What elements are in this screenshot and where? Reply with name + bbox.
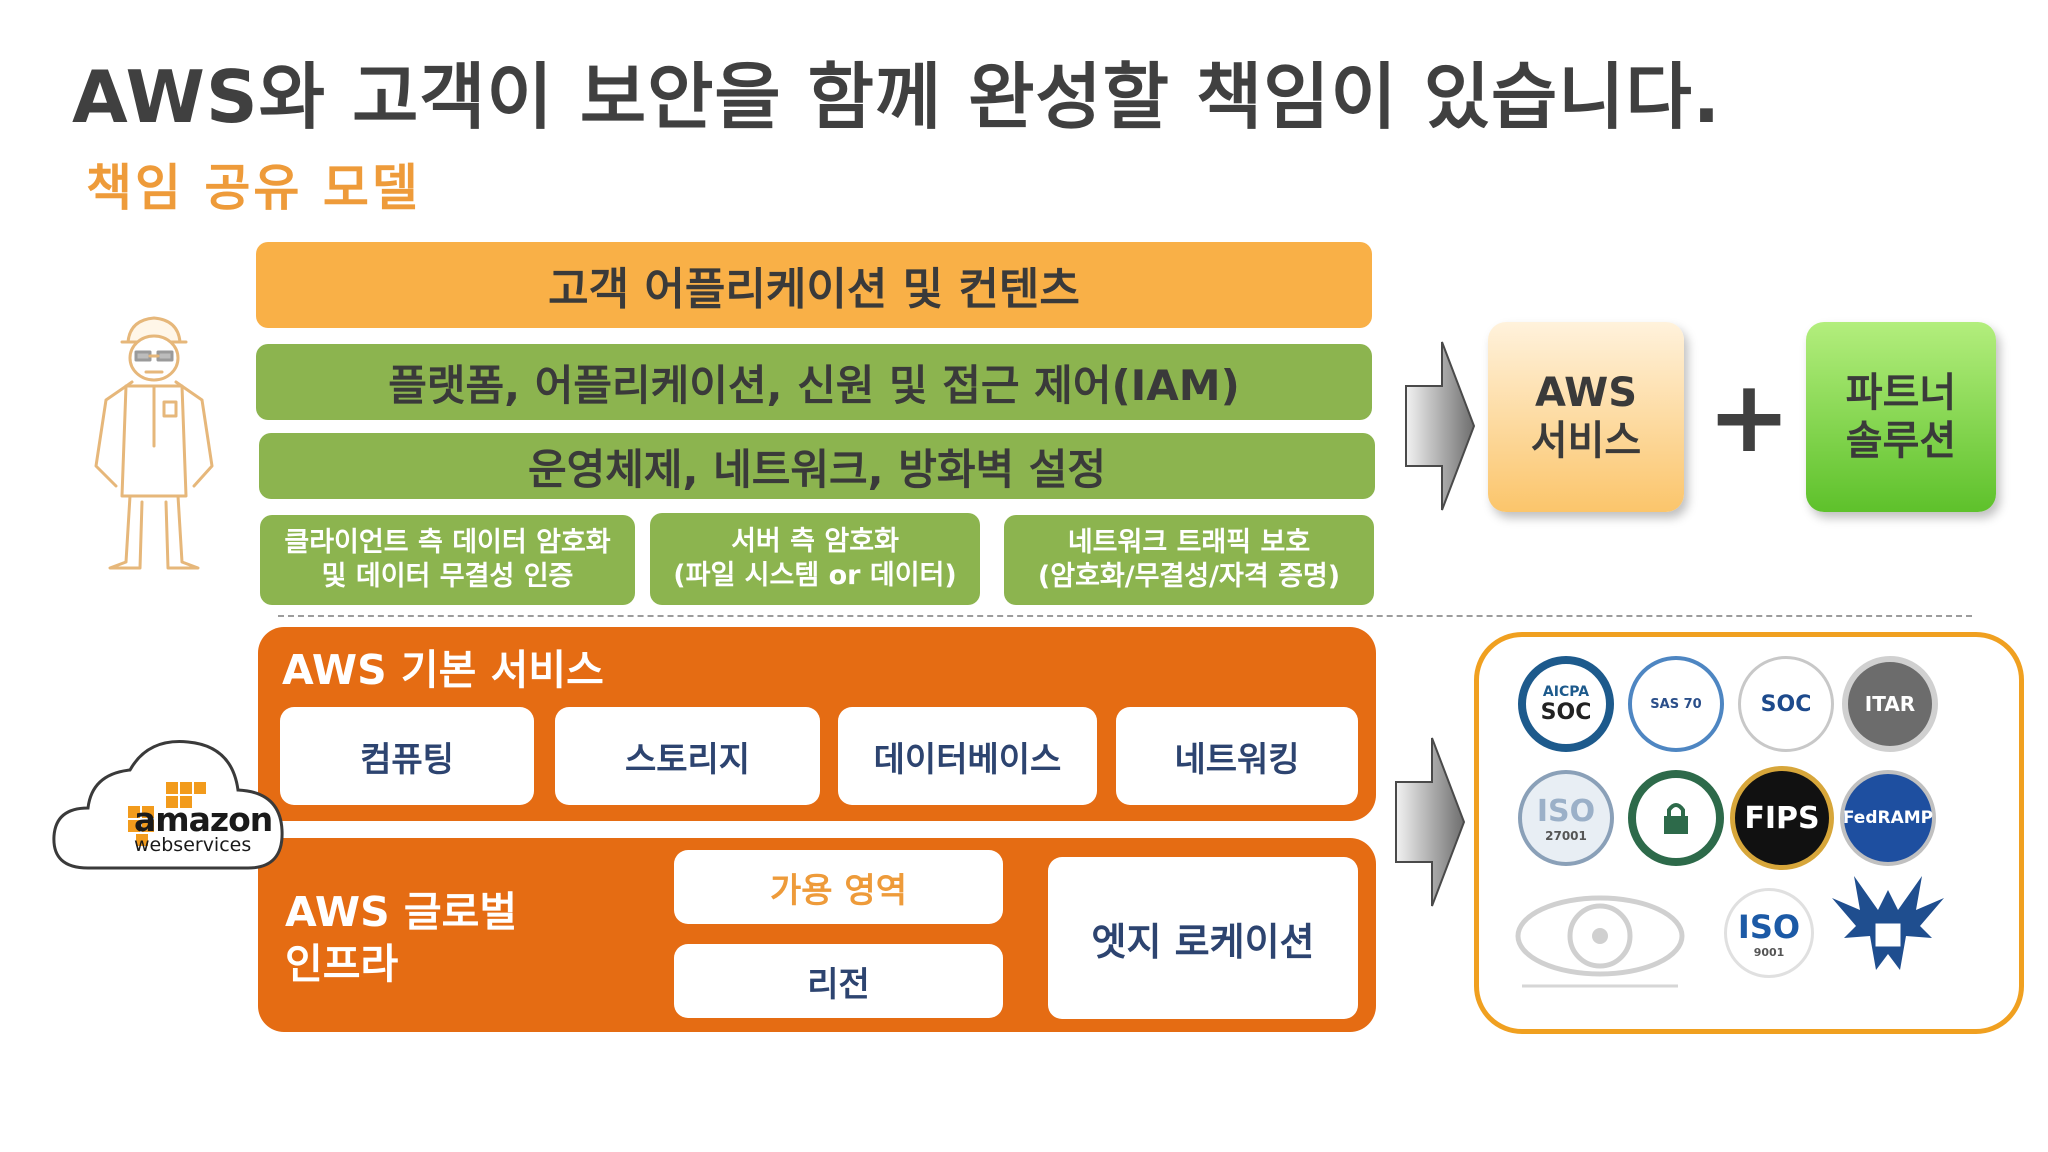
server-side-encryption-tile: 서버 측 암호화 (파일 시스템 or 데이터) (650, 513, 980, 605)
itar-badge-icon: ITAR (1842, 656, 1938, 752)
fips-text: FIPS (1744, 800, 1820, 836)
global-infra-label-line2: 인프라 (285, 940, 399, 988)
client-side-encryption-tile: 클라이언트 측 데이터 암호화 및 데이터 무결성 인증 (260, 515, 635, 605)
networking-box: 네트워킹 (1116, 707, 1358, 805)
fedramp-badge-icon: FedRAMP (1840, 770, 1936, 866)
iso9001-badge-icon: ISO 9001 (1724, 888, 1814, 978)
aws-logo-amazon-text: amazon (134, 800, 273, 839)
right-arrow-icon (1405, 341, 1476, 511)
global-infra-label-line1: AWS 글로벌 (285, 888, 518, 936)
card-line: AWS (1534, 370, 1638, 416)
aicpa-soc-text: SOC (1540, 699, 1592, 725)
edge-location-box: 엣지 로케이션 (1048, 857, 1358, 1019)
tile-line: (파일 시스템 or 데이터) (673, 560, 957, 591)
lock-icon (1664, 803, 1688, 834)
fedramp-text: FedRAMP (1842, 808, 1934, 828)
aicpa-text: AICPA (1542, 683, 1590, 700)
iso27001-badge-icon: ISO 27001 (1518, 770, 1614, 866)
right-arrow-icon (1395, 737, 1466, 907)
platform-iam-bar: 플랫폼, 어플리케이션, 신원 및 접근 제어(IAM) (256, 344, 1372, 420)
availability-zone-box: 가용 영역 (674, 850, 1003, 924)
certifications-panel (1474, 632, 2024, 1034)
partner-solutions-card: 파트너 솔루션 (1806, 322, 1996, 512)
soc-badge-icon: SOC (1738, 656, 1834, 752)
storage-box: 스토리지 (555, 707, 820, 805)
card-line: 파트너 (1845, 370, 1957, 416)
card-line: 서비스 (1530, 418, 1642, 464)
iso9001-text: ISO (1737, 907, 1801, 946)
mpaa-film-badge-icon (1515, 895, 1685, 988)
tile-line: 네트워크 트래픽 보호 (1067, 527, 1311, 559)
aws-cloud-logo-icon (52, 740, 284, 870)
plus-icon: + (1707, 358, 1791, 475)
fips-badge-icon: FIPS (1730, 766, 1834, 870)
divider-line (278, 615, 1972, 617)
iso9001-num-text: 9001 (1753, 945, 1785, 959)
aws-services-card: AWS 서비스 (1488, 322, 1684, 512)
tile-line: 클라이언트 측 데이터 암호화 (284, 527, 611, 559)
foundation-services-label: AWS 기본 서비스 (282, 646, 604, 694)
csa-star-badge-icon (1628, 770, 1724, 866)
database-box: 데이터베이스 (838, 707, 1097, 805)
aicpa-soc-badge-icon: AICPA SOC (1518, 656, 1614, 752)
worker-figure-icon (94, 316, 214, 570)
network-traffic-protection-tile: 네트워크 트래픽 보호 (암호화/무결성/자격 증명) (1004, 515, 1374, 605)
sas70-badge-icon: SAS 70 (1628, 656, 1724, 752)
tile-line: 및 데이터 무결성 인증 (321, 561, 574, 592)
aws-logo-webservices-text: webservices (134, 834, 252, 856)
region-box: 리전 (674, 944, 1003, 1018)
os-network-firewall-bar: 운영체제, 네트워크, 방화벽 설정 (259, 433, 1375, 499)
card-line: 솔루션 (1845, 418, 1957, 464)
tile-line: 서버 측 암호화 (731, 526, 899, 558)
itar-text: ITAR (1864, 692, 1916, 716)
page-subtitle: 책임 공유 모델 (86, 159, 421, 217)
customer-applications-content-bar: 고객 어플리케이션 및 컨텐츠 (256, 242, 1372, 328)
compute-box: 컴퓨팅 (280, 707, 534, 805)
iso-text: ISO (1536, 793, 1596, 829)
soc-text: SOC (1760, 691, 1812, 717)
page-title: AWS와 고객이 보안을 함께 완성할 책임이 있습니다. (72, 55, 1722, 139)
iso-num-text: 27001 (1545, 828, 1587, 843)
tile-line: (암호화/무결성/자격 증명) (1037, 561, 1341, 592)
eagle-seal-icon (1832, 876, 1944, 970)
sas-text: SAS 70 (1650, 696, 1702, 712)
